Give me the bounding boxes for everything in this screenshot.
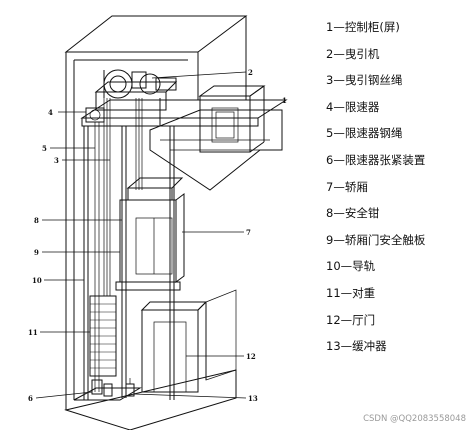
callout-11: 11 [28,328,38,337]
legend-number: 4 [326,99,334,114]
callout-5: 5 [42,144,47,153]
buffer-cw [103,383,113,397]
control-cabinet [198,85,266,153]
callout-7: 7 [246,228,251,237]
legend-item: 6—限速器张紧装置 [326,147,472,174]
legend-item: 11—对重 [326,280,472,307]
legend-number: 3 [326,73,334,88]
legend-item: 8—安全钳 [326,200,472,227]
legend-label: 对重 [352,285,376,300]
callout-12: 12 [246,352,256,361]
legend-dash: — [340,312,353,327]
legend-number: 7 [326,179,334,194]
legend-dash: — [333,126,345,141]
legend-number: 11 [326,285,341,300]
legend-label: 厅门 [352,312,376,327]
legend-label: 限速器 [344,99,380,114]
callout-13: 13 [248,394,258,403]
legend-dash: — [333,46,345,61]
counterweight [89,295,117,377]
legend-number: 13 [326,339,341,354]
legend-item: 7—轿厢 [326,174,472,201]
legend-item: 5—限速器钢绳 [326,120,472,147]
legend-dash: — [340,339,353,354]
legend-dash: — [340,259,353,274]
callout-4: 4 [48,108,53,117]
callout-1: 1 [282,96,287,105]
legend-item: 3—曳引钢丝绳 [326,67,472,94]
legend-number: 10 [326,259,341,274]
legend-item: 9—轿厢门安全触板 [326,227,472,254]
wire-ropes [94,98,143,392]
legend-label: 轿厢 [344,179,368,194]
legend-dash: — [333,20,345,34]
traction-machine [94,69,178,126]
legend-number: 6 [326,152,334,167]
legend-item: 10—导轨 [326,253,472,280]
legend-label: 限速器钢绳 [344,126,403,141]
legend-dash: — [333,99,345,114]
callout-2: 2 [248,68,253,77]
machine-room-floor [80,99,288,191]
callout-8: 8 [34,216,39,225]
callout-10: 10 [32,276,42,285]
legend-number: 8 [326,206,334,221]
legend-dash: — [333,206,345,221]
governor-tensioner [91,379,103,395]
guide-rails [83,126,175,400]
elevator-diagram: 2 1 4 5 3 8 7 9 10 11 12 6 13 [28,15,288,430]
legend-dash: — [340,285,353,300]
legend-dash: — [333,152,345,167]
legend-item: 2—曳引机 [326,41,472,68]
callout-3: 3 [54,156,59,165]
pit [73,378,142,401]
legend-number: 1 [326,20,334,34]
legend-label: 导轨 [352,259,376,274]
legend-dash: — [333,179,345,194]
callout-6: 6 [28,394,33,403]
legend-item: 1—控制柜(屏) [326,14,472,41]
legend-item: 12—厅门 [326,307,472,334]
legend-label: 轿厢门安全触板 [344,232,426,247]
legend-dash: — [333,232,345,247]
watermark: CSDN @QQ2083558048 [363,414,466,424]
legend-label: 曳引钢丝绳 [344,73,403,88]
legend-label: 缓冲器 [352,339,387,354]
legend-label: 安全钳 [344,206,380,221]
legend-label: 限速器张紧装置 [344,152,426,167]
legend-number: 9 [326,232,334,247]
leader-lines [35,71,280,399]
legend-number: 2 [326,46,334,61]
landing-door [140,289,237,393]
callout-9: 9 [34,248,39,257]
legend-label: 控制柜(屏) [344,20,400,34]
legend-number: 12 [326,312,341,327]
legend-label: 曳引机 [344,46,380,61]
elevator-car [115,177,185,300]
legend-item: 4—限速器 [326,94,472,121]
legend-item: 13—缓冲器 [326,333,472,360]
legend-dash: — [333,73,345,88]
legend-number: 5 [326,126,334,141]
